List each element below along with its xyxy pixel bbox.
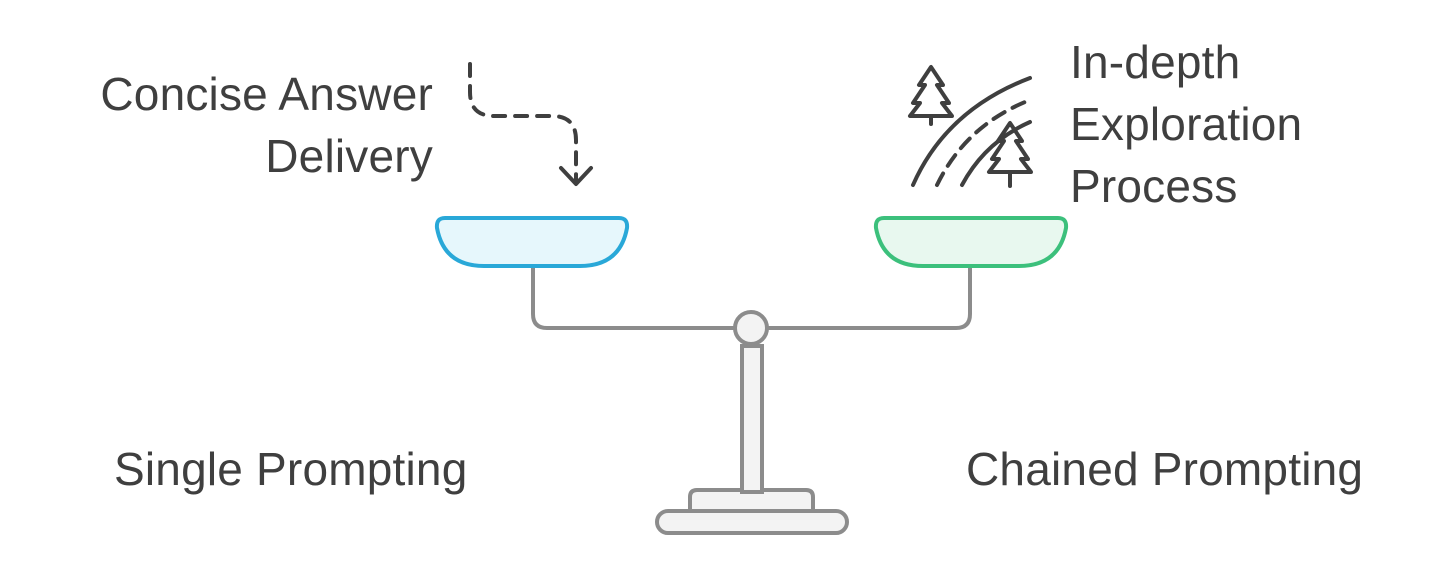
left-option-name: Single Prompting — [114, 443, 468, 495]
right-pan — [873, 216, 1069, 268]
left-benefit-label: Concise Answer Delivery — [100, 63, 433, 187]
right-benefit-line-2: Exploration — [1070, 98, 1303, 150]
right-benefit-label: In-depth Exploration Process — [1070, 31, 1302, 217]
scale-pivot — [733, 310, 769, 346]
right-benefit-line-1: In-depth — [1070, 36, 1241, 88]
left-benefit-line-1: Concise Answer — [100, 68, 433, 120]
left-pan — [434, 216, 630, 268]
left-benefit-line-2: Delivery — [265, 130, 433, 182]
dashed-arrow-down-icon — [468, 62, 593, 186]
right-benefit-line-3: Process — [1070, 160, 1238, 212]
scale-pole — [740, 344, 764, 494]
scale-base — [655, 488, 849, 535]
path-with-trees-icon — [908, 65, 1033, 188]
right-option-name: Chained Prompting — [966, 443, 1364, 495]
